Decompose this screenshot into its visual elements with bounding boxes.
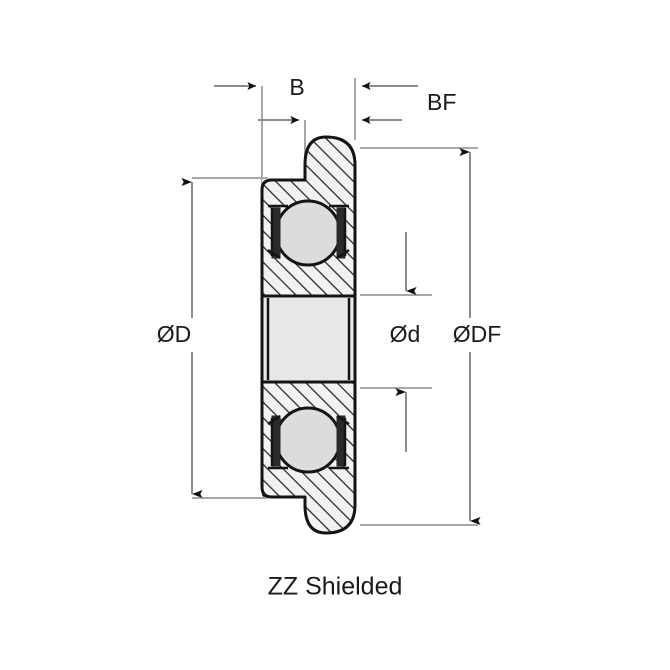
shield-lower-right	[329, 414, 350, 470]
shield-upper-left	[267, 204, 288, 260]
ball-upper	[274, 199, 342, 267]
dimension-ODF: ØDF	[360, 147, 502, 526]
dimension-OD: ØD	[157, 177, 268, 499]
shield-upper-right	[329, 204, 350, 260]
dimension-label-ODF: ØDF	[453, 321, 502, 347]
dimension-label-BF: BF	[427, 89, 456, 115]
dimension-Od: Ød	[360, 232, 432, 452]
dimension-label-Od: Ød	[390, 321, 421, 347]
bearing-outline	[260, 135, 357, 535]
dimension-B: B	[214, 74, 306, 186]
dimension-BF: BF	[354, 78, 456, 140]
dimension-label-OD: ØD	[157, 321, 192, 347]
caption-zz-shielded: ZZ Shielded	[268, 573, 403, 601]
flange-bottom	[305, 497, 355, 533]
bore	[260, 294, 357, 384]
bearing-body	[260, 135, 357, 535]
shield-lower-left	[267, 414, 288, 470]
flange-top	[305, 137, 355, 180]
dimension-label-B: B	[289, 74, 304, 100]
ball-lower	[274, 406, 342, 474]
